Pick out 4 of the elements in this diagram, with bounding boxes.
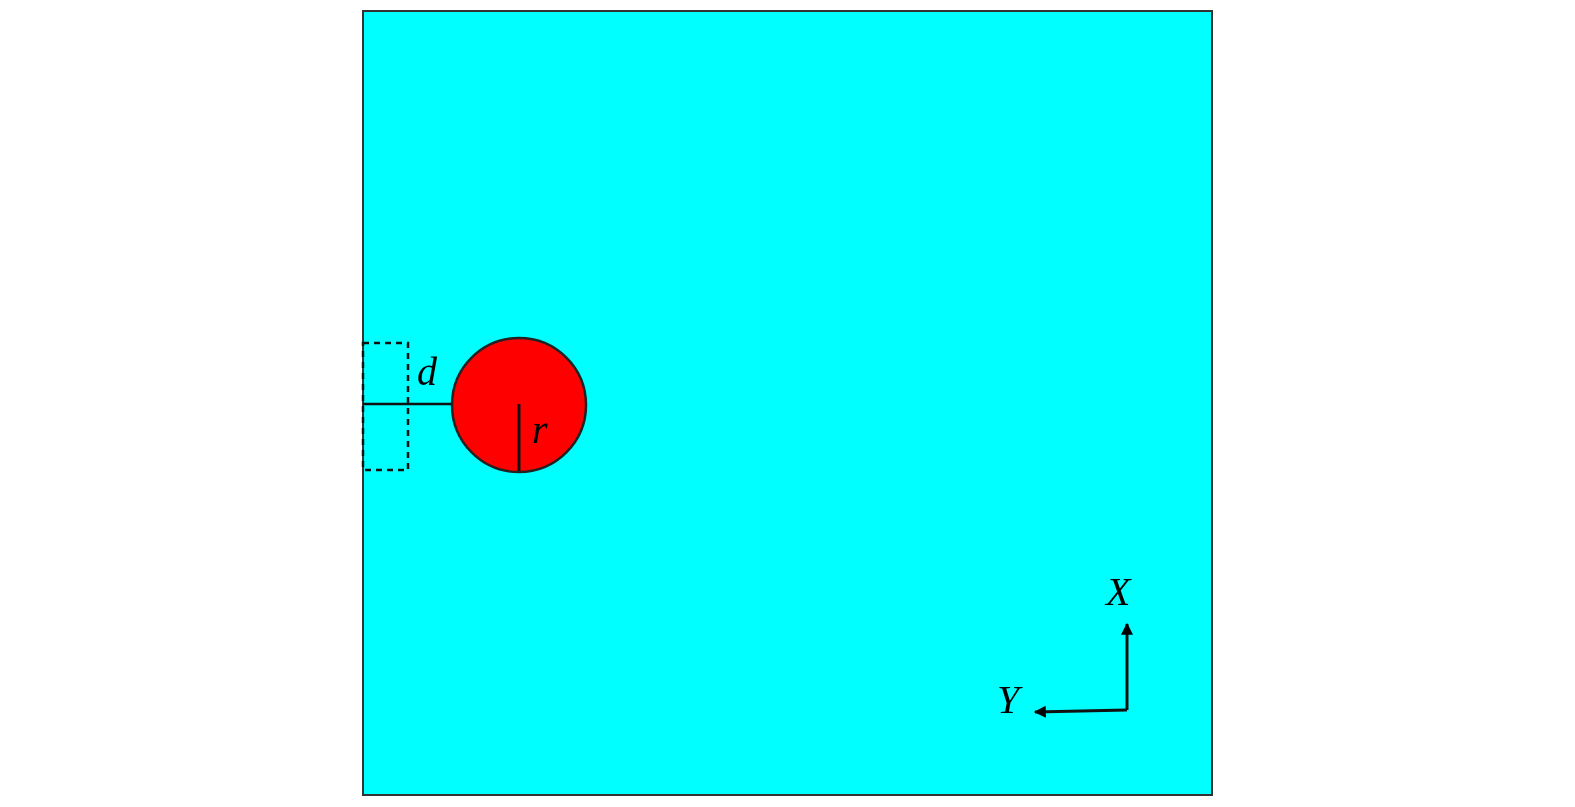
dashed-region	[361, 341, 410, 472]
axis-label: X	[1106, 572, 1131, 612]
distance-label: d	[417, 352, 437, 392]
radius-label: r	[532, 410, 548, 450]
